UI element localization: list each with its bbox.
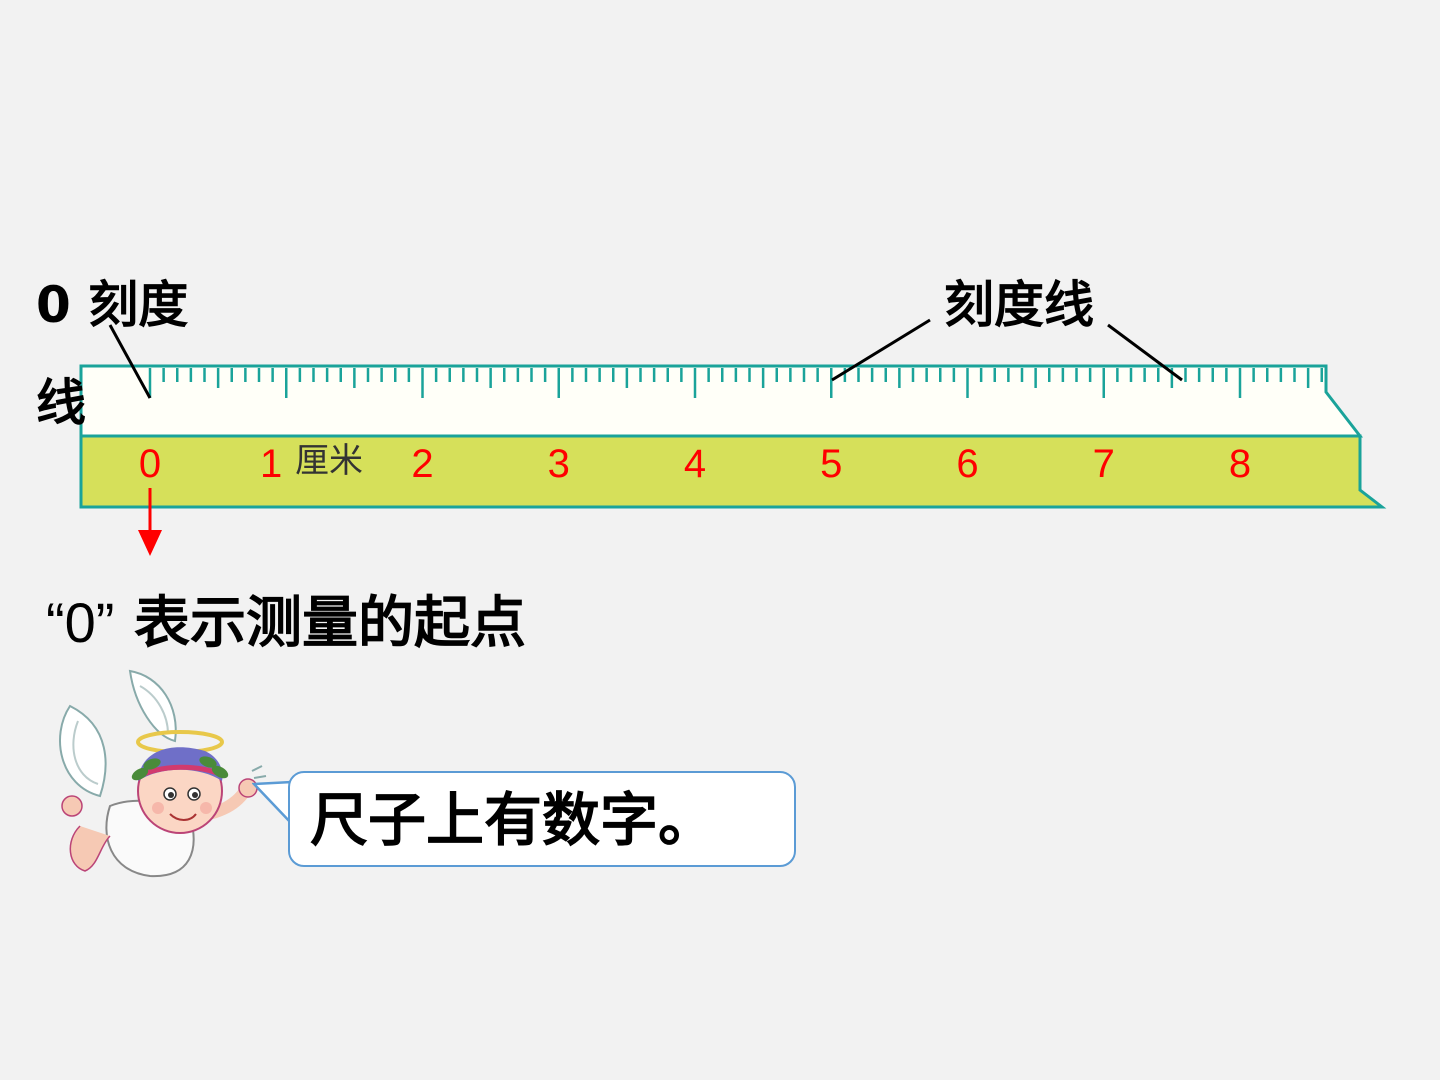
caption-text: 表示测量的起点 [114,591,526,656]
speech-bubble: 尺子上有数字。 [288,771,796,867]
ruler-ticks [148,368,1323,398]
ruler-number: 3 [548,442,570,486]
ruler-number: 4 [684,442,706,486]
ruler-number: 1 [260,442,282,486]
ruler: 0 1 2 3 4 5 6 7 8 厘米 [79,318,1387,556]
ruler-number: 6 [956,442,978,486]
tick-line-pointer-left [831,318,931,382]
ruler-top [79,364,1364,438]
ruler-number: 7 [1093,442,1115,486]
angel-cherub-icon [59,669,267,878]
start-point-caption: “0” 表示测量的起点 [46,578,526,659]
zero-line-label-continued: 线 [36,374,86,432]
speech-bubble-text: 尺子上有数字。 [310,786,717,854]
zero-line-pointer [108,324,152,399]
ruler-number: 5 [820,442,842,486]
tick-line-label: 刻度线 [944,276,1094,334]
zero-line-label: 0 刻度 [36,276,189,334]
ruler-numbers: 0 1 2 3 4 5 6 7 8 [139,442,1251,486]
caption-quoted-zero: “0” [46,591,115,654]
red-arrow-down-icon [138,488,162,556]
ruler-number: 2 [411,442,433,486]
ruler-unit: 厘米 [295,441,363,481]
ruler-number: 0 [139,442,161,486]
tick-line-pointer-right [1107,323,1183,382]
ruler-number: 8 [1229,442,1251,486]
